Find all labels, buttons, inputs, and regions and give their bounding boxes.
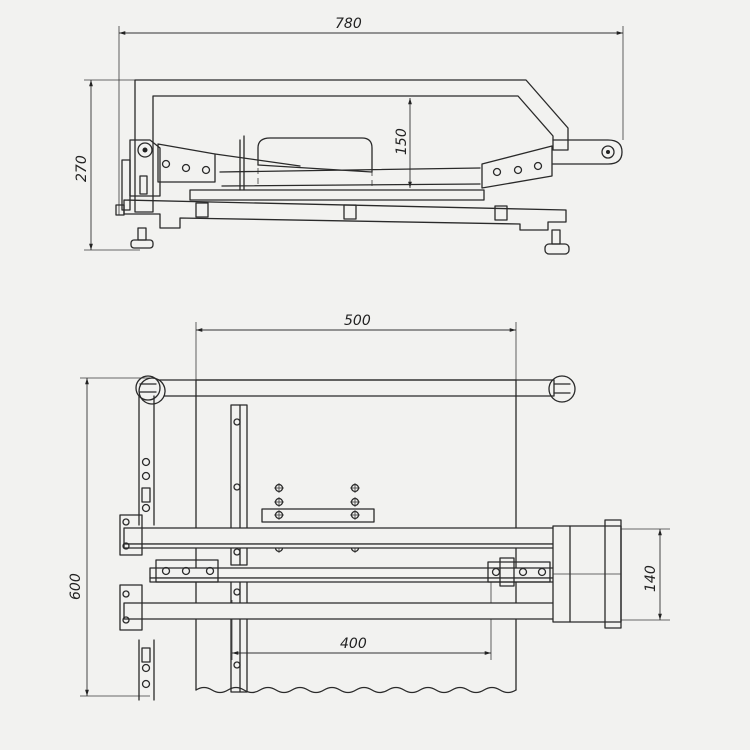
dimension-600: 600 <box>68 378 150 696</box>
top-arm-bar <box>136 376 575 404</box>
dim-270-label: 270 <box>74 155 90 182</box>
blade-edge <box>220 168 480 186</box>
guide-pin <box>240 136 244 190</box>
dim-140-label: 140 <box>643 565 659 592</box>
left-foot <box>131 228 153 248</box>
right-blade-plate <box>482 146 552 188</box>
dimension-500: 500 <box>196 313 516 382</box>
dimension-270: 270 <box>74 80 140 250</box>
left-frame-rail <box>139 396 154 700</box>
right-housing <box>553 520 621 628</box>
right-foot <box>545 230 569 254</box>
dimension-400: 400 <box>232 580 491 660</box>
plan-view: 500 600 400 140 <box>68 313 670 700</box>
left-blade-plate <box>158 144 300 182</box>
c-frame-arm <box>135 80 622 212</box>
base-table <box>124 190 566 230</box>
dim-780-label: 780 <box>335 16 362 32</box>
dim-400-label: 400 <box>340 636 367 652</box>
dim-150-label: 150 <box>394 128 410 155</box>
dimension-140: 140 <box>620 529 670 620</box>
right-slide-block <box>488 558 550 586</box>
side-elevation-view: 780 270 150 <box>74 16 623 254</box>
left-end-blocks <box>120 515 218 630</box>
dimension-780: 780 <box>119 16 623 215</box>
dim-500-label: 500 <box>344 313 371 329</box>
base-beams <box>124 528 570 619</box>
dim-600-label: 600 <box>68 573 84 600</box>
dimension-150: 150 <box>394 98 412 188</box>
left-pivot-bracket <box>116 140 160 215</box>
